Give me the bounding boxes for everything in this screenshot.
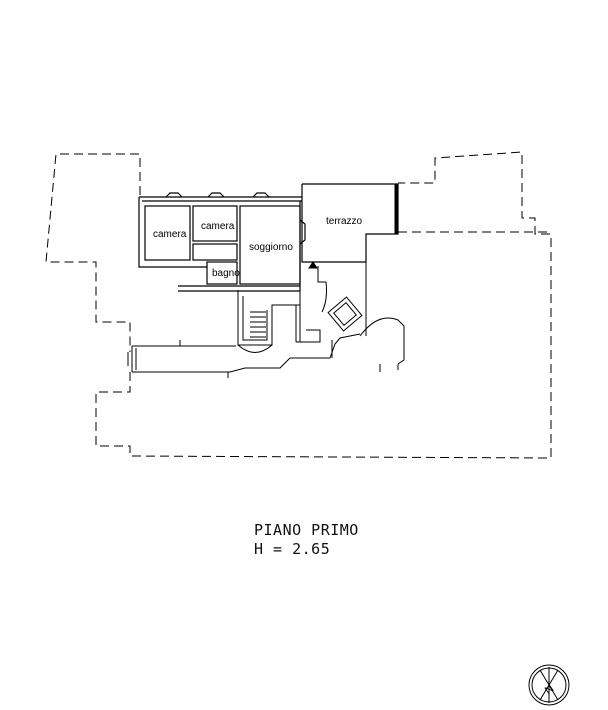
room-label-camera-1: camera xyxy=(153,229,187,240)
stair-block xyxy=(237,290,301,353)
room-label-soggiorno: soggiorno xyxy=(249,242,293,253)
ceiling-height: H = 2.65 xyxy=(254,540,331,558)
room-label-bagno: bagno xyxy=(212,268,240,279)
compass-north-letter: N xyxy=(543,683,556,697)
apartment-walls xyxy=(138,183,399,292)
room-label-terrazzo: terrazzo xyxy=(326,216,363,227)
curved-entrance xyxy=(308,261,405,372)
north-arrow-icon: N xyxy=(528,664,570,706)
dashed-outline xyxy=(45,151,552,459)
floor-title: PIANO PRIMO xyxy=(254,521,359,539)
portico xyxy=(127,329,361,378)
room-label-camera-2: camera xyxy=(201,221,235,232)
